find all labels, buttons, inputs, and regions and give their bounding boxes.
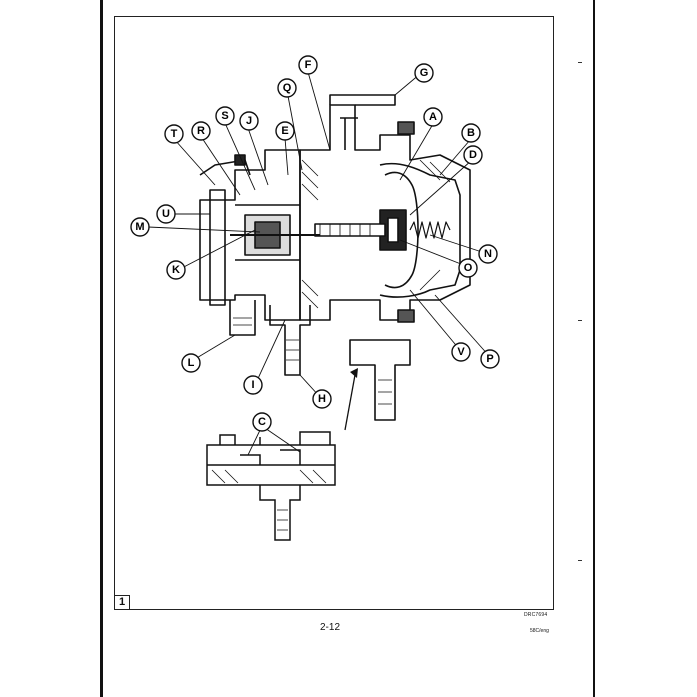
callout-p: P [486, 353, 493, 365]
callout-f-circle [298, 55, 318, 75]
callout-m-circle [130, 217, 150, 237]
callout-v-circle [451, 342, 471, 362]
margin-tick [578, 560, 582, 561]
outlet-l [229, 300, 256, 336]
callout-b-circle [461, 123, 481, 143]
figure-code: DRC7694 [524, 612, 548, 618]
callout-p-circle [480, 349, 500, 369]
callout-l-circle [181, 353, 201, 373]
callout-v: V [457, 346, 465, 358]
callout-d: D [469, 149, 477, 161]
top-pipe [329, 94, 396, 106]
callout-h: H [318, 393, 326, 405]
coil-housing [209, 189, 226, 306]
callout-g: G [420, 67, 429, 79]
callout-e-circle [275, 121, 295, 141]
callout-t: T [171, 128, 178, 140]
figure-number: 1 [114, 595, 130, 610]
callout-r: R [197, 125, 205, 137]
spring [409, 221, 451, 239]
callout-k-circle [166, 260, 186, 280]
callout-u-circle [156, 204, 176, 224]
figure-frame [114, 16, 554, 610]
diaphragm-housing [379, 162, 461, 298]
margin-tick [578, 320, 582, 321]
callout-j-circle [239, 111, 259, 131]
valve-body [299, 104, 471, 321]
callout-n-circle [478, 244, 498, 264]
callout-o: O [464, 262, 473, 274]
margin-tick [578, 62, 582, 63]
callout-c-circle [252, 412, 272, 432]
callout-i-circle [243, 375, 263, 395]
callout-j: J [246, 115, 252, 127]
callout-g-circle [414, 63, 434, 83]
callout-t-circle [164, 124, 184, 144]
callout-r-circle [191, 121, 211, 141]
callout-s-circle [215, 106, 235, 126]
page-right-edge [593, 0, 595, 697]
outlet-h [269, 305, 311, 376]
language-code: 58C/eng [530, 628, 549, 634]
callout-o-circle [458, 258, 478, 278]
outlet-port [349, 339, 411, 421]
callout-a-circle [423, 107, 443, 127]
callout-k: K [172, 264, 180, 276]
callout-q: Q [283, 82, 292, 94]
callout-h-circle [312, 389, 332, 409]
callout-s: S [221, 110, 228, 122]
callout-d-circle [463, 145, 483, 165]
actuator-body [199, 149, 301, 321]
callout-f: F [305, 59, 312, 71]
callout-b: B [467, 127, 475, 139]
page-left-edge [100, 0, 103, 697]
callout-l: L [188, 357, 195, 369]
callout-u: U [162, 208, 170, 220]
callout-n: N [484, 248, 492, 260]
callout-a: A [429, 111, 437, 123]
detail-view-c [206, 431, 336, 541]
callout-c: C [258, 416, 266, 428]
callout-q-circle [277, 78, 297, 98]
callout-m: M [135, 221, 144, 233]
page-number: 2-12 [320, 622, 341, 633]
callout-e: E [281, 125, 288, 137]
callout-i: I [251, 379, 254, 391]
